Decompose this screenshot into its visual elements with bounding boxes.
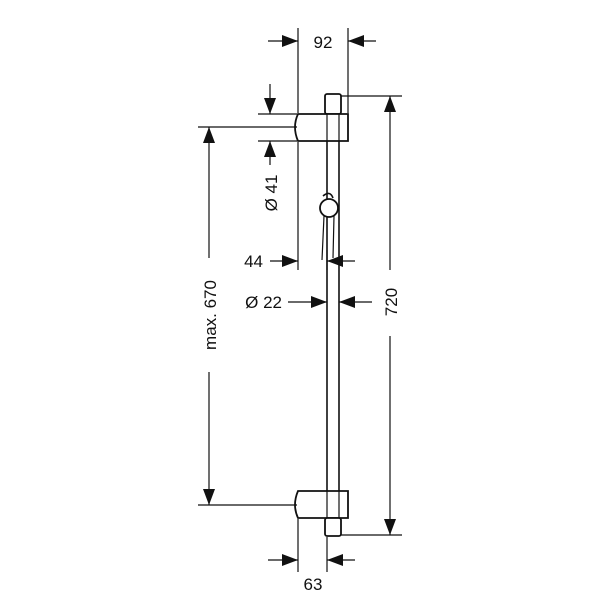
arrow-icon [282, 255, 298, 267]
bottom-wall-bracket [294, 490, 349, 519]
arrow-icon [203, 489, 215, 505]
dimension-rail-diameter: Ø 22 [245, 293, 372, 312]
arrow-icon [339, 296, 355, 308]
arrow-icon [327, 554, 343, 566]
top-wall-bracket [294, 113, 349, 142]
bottom-end-cap [324, 517, 342, 537]
arrow-icon [384, 519, 396, 535]
shower-rail [294, 93, 349, 537]
arrow-icon [348, 35, 364, 47]
arrow-icon [311, 296, 327, 308]
dimension-offset: 44 [244, 142, 355, 271]
arrow-icon [264, 98, 276, 114]
arrow-icon [327, 255, 343, 267]
arrow-icon [282, 554, 298, 566]
dimension-top-width: 92 [268, 28, 376, 113]
dim-offset: 44 [244, 252, 263, 271]
dim-bottom-width: 63 [304, 575, 323, 594]
slider-knob [319, 198, 339, 218]
arrow-icon [282, 35, 298, 47]
dimension-bottom-width: 63 [268, 519, 355, 594]
dimension-total-height: 720 [341, 95, 402, 536]
slider-body [321, 215, 335, 261]
dim-rail-diameter: Ø 22 [245, 293, 282, 312]
dim-top-width: 92 [314, 33, 333, 52]
dim-max-height: max. 670 [201, 280, 220, 350]
arrow-icon [264, 141, 276, 157]
dim-bracket-diameter: Ø 41 [262, 175, 281, 212]
top-end-cap [324, 93, 342, 115]
slider-clip [322, 192, 334, 199]
dim-total-height: 720 [382, 288, 401, 316]
arrow-icon [203, 127, 215, 143]
dimension-max-height: max. 670 [198, 126, 297, 506]
arrow-icon [384, 96, 396, 112]
dimension-bracket-diameter: Ø 41 [258, 84, 297, 211]
